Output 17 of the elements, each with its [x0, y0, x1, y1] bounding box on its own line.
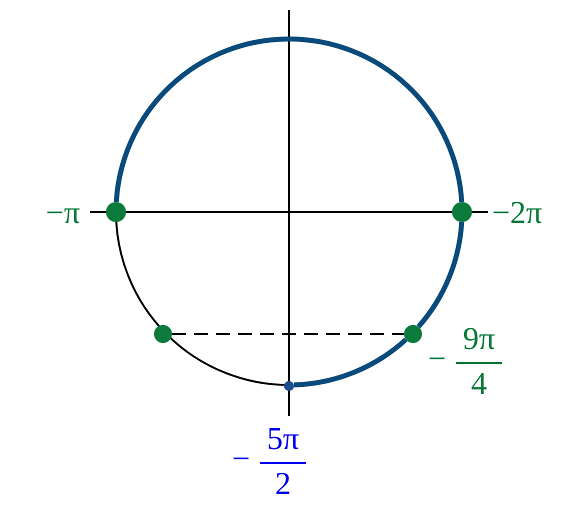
denominator: 4 — [456, 362, 502, 399]
minus-sign: − — [232, 442, 250, 474]
point-marker — [452, 202, 472, 222]
dashed-line — [172, 333, 404, 335]
point-marker — [154, 325, 172, 343]
angle-label: −2π — [492, 196, 542, 228]
point-marker — [404, 325, 422, 343]
arc — [416, 222, 464, 328]
numerator: 9π — [462, 322, 496, 354]
denominator: 2 — [260, 462, 306, 499]
arc — [114, 36, 464, 202]
angle-label: −π — [46, 196, 80, 228]
numerator: 5π — [266, 422, 300, 454]
point-marker — [284, 381, 294, 391]
point-marker — [106, 202, 126, 222]
minus-sign: − — [428, 342, 446, 374]
arc — [294, 338, 408, 388]
